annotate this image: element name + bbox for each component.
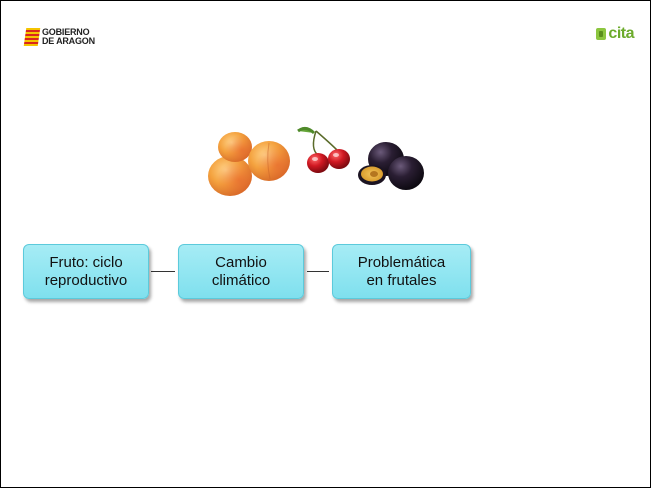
aragon-flag-icon: [23, 28, 41, 46]
concept-box-problematica-en-frutales[interactable]: Problemática en frutales: [332, 244, 471, 299]
cita-logo-text: cita: [608, 25, 634, 42]
gobierno-aragon-logo: GOBIERNO DE ARAGON: [23, 28, 95, 46]
aragon-logo-text: GOBIERNO DE ARAGON: [42, 28, 95, 46]
cita-leaf-icon: [596, 28, 607, 40]
concept-box-fruto-ciclo-reproductivo[interactable]: Fruto: ciclo reproductivo: [23, 244, 149, 299]
concept-box-cambio-climatico[interactable]: Cambio climático: [178, 244, 304, 299]
cita-logo: cita: [596, 25, 634, 43]
connector-line: [307, 271, 329, 272]
connector-line: [151, 271, 175, 272]
aragon-logo-line1: GOBIERNO: [42, 27, 90, 37]
aragon-logo-line2: DE ARAGON: [42, 36, 95, 46]
fruit-image: [208, 126, 424, 196]
